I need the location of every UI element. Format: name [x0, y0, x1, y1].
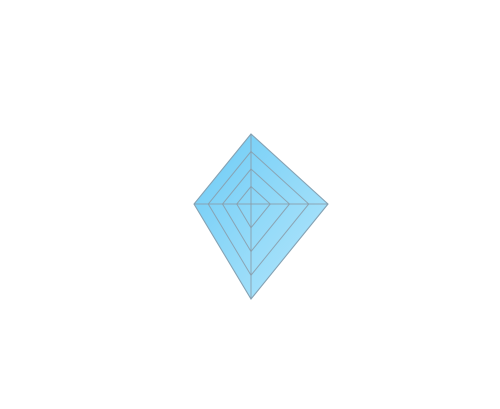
- radar-series-area-layer: [193, 133, 329, 300]
- radar-axes: [194, 134, 328, 299]
- radar-series-area-0: [193, 133, 329, 300]
